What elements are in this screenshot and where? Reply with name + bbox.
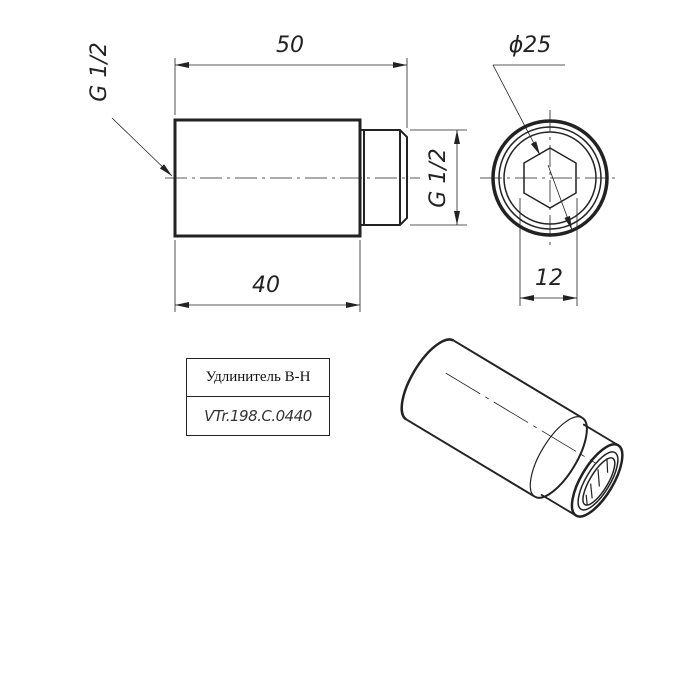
isometric-view (400, 338, 624, 518)
threaded-end (360, 129, 408, 226)
thread-label-left: G 1/2 (87, 42, 112, 101)
front-view (111, 58, 467, 312)
thread-label-right: G 1/2 (426, 148, 451, 207)
thread-leader (111, 117, 173, 177)
dim-50-label: 50 (276, 33, 304, 58)
hex-size-label: 12 (535, 266, 563, 291)
end-view (480, 64, 620, 306)
diameter-label: ϕ25 (509, 33, 552, 58)
part-name: Удлинитель В-Н (187, 359, 329, 397)
dim-40-label: 40 (252, 273, 280, 298)
title-block: Удлинитель В-Н VTr.198.C.0440 (186, 358, 330, 436)
part-code: VTr.198.C.0440 (204, 407, 312, 425)
diameter-leader (492, 64, 541, 156)
